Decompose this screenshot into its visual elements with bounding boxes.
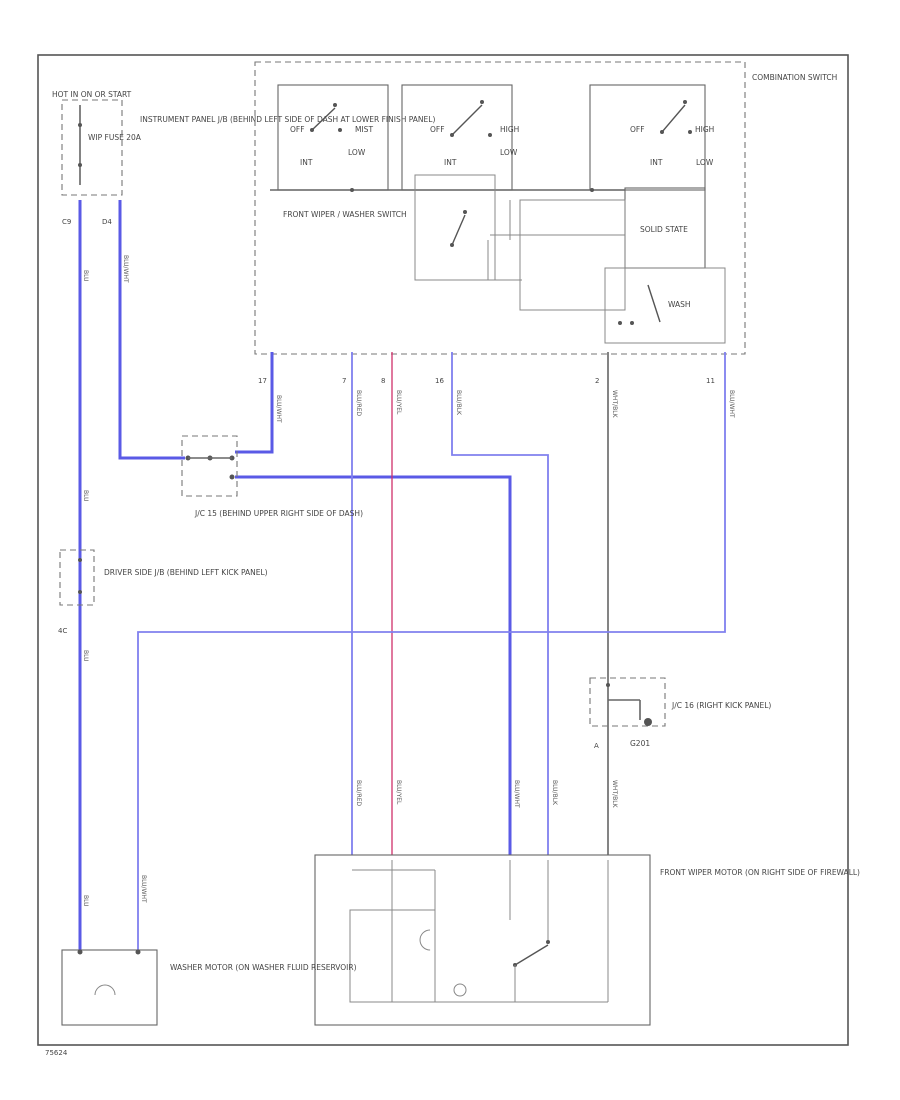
wires [78,200,726,950]
wire-label-c9-mid: BLU [82,490,89,502]
wire-label-c9-bottom: BLU [82,895,89,907]
pos-high-2: HIGH [695,125,714,134]
solid-state-label: SOLID STATE [640,225,688,234]
pin-17: 17 [258,377,267,385]
pin-16: 16 [435,377,444,385]
pin-11: 11 [706,377,715,385]
fuse-box: HOT IN ON OR START WIP FUSE 20A INSTRUME… [52,90,435,226]
pos-low-3: LOW [696,158,714,167]
combination-switch-outline [254,61,746,355]
wire-d4-to-jc15 [118,200,185,460]
pin-c9: C9 [62,218,71,226]
pin-8: 8 [381,377,385,385]
pos-low-1: LOW [348,148,366,157]
wire-label-jc15-low: BLU/WHT [513,780,520,808]
pos-int-3: INT [650,158,663,167]
jc15-label: J/C 15 (BEHIND UPPER RIGHT SIDE OF DASH) [194,509,363,518]
combination-switch-label: COMBINATION SWITCH [752,73,837,82]
motor-icon [419,929,431,951]
front-washer-switch-label: FRONT WIPER / WASHER SWITCH [283,210,407,219]
wire-label-8: BLU/YEL [395,390,402,415]
combination-switch: COMBINATION SWITCH OFF MIST INT LOW OFF … [254,61,837,385]
wire-label-17: BLU/WHT [275,395,282,423]
wire-jc15-to-motor [235,475,512,855]
ground-label: G201 [630,739,650,748]
pos-off-1: OFF [290,125,305,134]
ground-icon [644,718,652,726]
pin-4c: 4C [58,627,67,635]
pin-d4: D4 [102,218,112,226]
pos-mist: MIST [355,125,373,134]
wire-pin16 [451,352,549,855]
wire-color-labels: BLU BLU/WHT BLU/WHT BLU/RED BLU/YEL BLU/… [82,255,735,907]
washer-pump-icon [94,984,116,996]
wire-label-c9-low: BLU [82,650,89,662]
wire-label-c9: BLU [82,270,89,282]
wiper-motor: FRONT WIPER MOTOR (ON RIGHT SIDE OF FIRE… [314,854,860,1026]
pin-a: A [594,742,599,750]
pos-int-2: INT [444,158,457,167]
wire-label-washer: BLU/WHT [140,875,147,903]
jc16-label: J/C 16 (RIGHT KICK PANEL) [671,701,771,710]
wire-label-7-low: BLU/RED [355,780,362,807]
pos-off-2: OFF [430,125,445,134]
pos-off-3: OFF [630,125,645,134]
pin-7: 7 [342,377,346,385]
wiper-motor-label: FRONT WIPER MOTOR (ON RIGHT SIDE OF FIRE… [660,868,860,877]
diagram-code: 75624 [45,1049,68,1057]
junction-jc15: J/C 15 (BEHIND UPPER RIGHT SIDE OF DASH) [181,435,363,518]
wash-label: WASH [668,300,691,309]
junction-jc16: J/C 16 (RIGHT KICK PANEL) G201 A [589,677,771,750]
wire-label-16: BLU/BLK [455,390,462,416]
wire-label-d4: BLU/WHT [122,255,129,283]
driver-jb-label: DRIVER SIDE J/B (BEHIND LEFT KICK PANEL) [104,568,268,577]
washer-motor: WASHER MOTOR (ON WASHER FLUID RESERVOIR) [61,949,357,1026]
wire-pin11-to-washer [137,352,726,950]
washer-motor-label: WASHER MOTOR (ON WASHER FLUID RESERVOIR) [170,963,357,972]
fuse-label: WIP FUSE 20A [88,133,142,142]
pos-int-1: INT [300,158,313,167]
hot-in-label: HOT IN ON OR START [52,90,132,99]
wire-label-8-low: BLU/YEL [395,780,402,805]
driver-jb: DRIVER SIDE J/B (BEHIND LEFT KICK PANEL)… [58,549,268,635]
instrument-jb-label: INSTRUMENT PANEL J/B (BEHIND LEFT SIDE O… [140,115,435,124]
wire-label-2-low: WHT/BLK [611,780,618,809]
wire-label-16-low: BLU/BLK [551,780,558,806]
diagram-frame [37,54,849,1046]
pos-high-1: HIGH [500,125,519,134]
pin-2: 2 [595,377,599,385]
wire-pin17 [235,352,274,454]
wire-label-2: WHT/BLK [611,390,618,419]
wire-label-11: BLU/WHT [728,390,735,418]
pos-low-2: LOW [500,148,518,157]
wire-label-7: BLU/RED [355,390,362,417]
